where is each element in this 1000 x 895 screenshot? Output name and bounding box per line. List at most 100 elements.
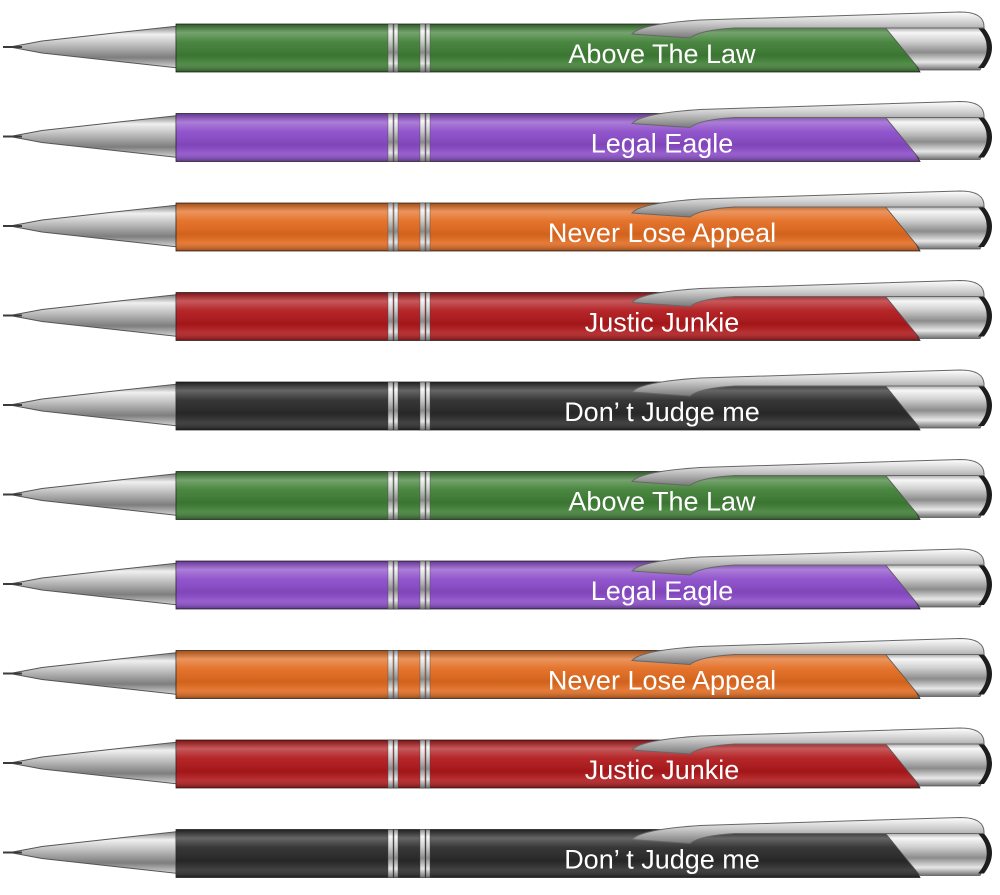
pen-ring [393, 739, 399, 789]
pen-ring [387, 23, 394, 73]
pen-text: Justic Junkie [585, 308, 740, 338]
pen-clip [631, 369, 985, 397]
pen-ring [419, 471, 426, 520]
pen-ring [393, 471, 399, 520]
pen-cap-end [978, 654, 992, 695]
pen-text: Don’ t Judge me [564, 845, 760, 875]
pen-cap-end [978, 117, 992, 158]
pen-tip [9, 741, 179, 785]
pen: Legal Eagle [3, 100, 992, 162]
pen-text: Justic Junkie [585, 755, 740, 785]
pen: Above The Law [3, 11, 992, 73]
pen-clip [631, 11, 985, 39]
pen-clip [631, 548, 985, 576]
pen: Justic Junkie [3, 279, 992, 341]
pen-ring [393, 23, 399, 73]
pen-tip [9, 25, 179, 69]
pen-ring [393, 202, 399, 252]
pen-ring [419, 560, 426, 610]
pen: Legal Eagle [3, 548, 992, 610]
pen: Never Lose Appeal [3, 190, 992, 252]
pen-clip [631, 100, 985, 129]
pen-tip [9, 204, 179, 248]
pen-ring [393, 650, 399, 699]
pen-ring [425, 113, 431, 162]
pen-text: Above The Law [568, 487, 756, 517]
pen-cap-end [978, 386, 992, 426]
pen-ring [425, 829, 431, 878]
pen-ring [393, 381, 399, 431]
pen: Never Lose Appeal [3, 637, 992, 699]
pen: Don’ t Judge me [3, 816, 992, 878]
pen-ring [425, 381, 431, 431]
pen-ring [425, 650, 431, 699]
pen-clip [631, 190, 985, 218]
pen-barrel-shine [176, 650, 920, 699]
pen-barrel-shine [176, 113, 920, 162]
pen-text: Don’ t Judge me [564, 397, 760, 427]
pen-text: Legal Eagle [591, 576, 734, 606]
pen-ring [387, 650, 394, 699]
pen-ring [387, 113, 394, 162]
pen-clip [631, 637, 985, 666]
pen-tip [9, 562, 179, 606]
pen-tip [9, 472, 179, 517]
pen-tip [9, 293, 179, 338]
pen-cap-end [978, 833, 992, 874]
pen-barrel-shine [176, 829, 920, 878]
pen-barrel-shine [176, 382, 920, 430]
pen-barrel-shine [176, 24, 920, 72]
pen-ring [393, 829, 399, 878]
pen-ring [425, 202, 431, 252]
pen-barrel-shine [176, 203, 920, 251]
pen-ring [425, 23, 431, 73]
pen-ring [393, 292, 399, 341]
pen-ring [387, 560, 394, 610]
pen-tip [9, 383, 179, 427]
pen-barrel-shine [176, 292, 920, 341]
pen-ring [387, 292, 394, 341]
pen: Above The Law [3, 458, 992, 520]
pen-ring [425, 292, 431, 341]
pen-cap-end [978, 565, 992, 605]
pen-ring [419, 292, 426, 341]
pen-ring [419, 23, 426, 73]
pen-cap-end [978, 207, 992, 247]
pen-ring [387, 202, 394, 252]
pen-cap-end [978, 296, 992, 337]
pen-ring [425, 471, 431, 520]
pen-text: Above The Law [568, 39, 756, 69]
pen-barrel-shine [176, 561, 920, 609]
pen-clip [631, 279, 985, 308]
pen-tip [9, 651, 179, 696]
pen-cap-end [978, 744, 992, 784]
pen-ring [393, 560, 399, 610]
pen-text: Legal Eagle [591, 129, 734, 159]
pen-text: Never Lose Appeal [548, 666, 776, 696]
pen: Don’ t Judge me [3, 369, 992, 431]
pen: Justic Junkie [3, 727, 992, 789]
pen-ring [387, 471, 394, 520]
pen-clip [631, 727, 985, 755]
pen-ring [419, 829, 426, 878]
pen-ring [419, 202, 426, 252]
pen-ring [393, 113, 399, 162]
pen-ring [419, 650, 426, 699]
pen-barrel-shine [176, 471, 920, 520]
pen-ring [387, 739, 394, 789]
pen-text: Never Lose Appeal [548, 218, 776, 248]
pen-ring [419, 381, 426, 431]
pen-clip [631, 816, 985, 845]
pen-ring [419, 739, 426, 789]
pen-cap-end [978, 475, 992, 516]
pen-clip [631, 458, 985, 487]
pen-ring [419, 113, 426, 162]
pen-tip [9, 114, 179, 159]
pen-ring [387, 381, 394, 431]
pen-ring [425, 739, 431, 789]
pen-ring [425, 560, 431, 610]
pen-ring [387, 829, 394, 878]
pen-barrel-shine [176, 740, 920, 788]
